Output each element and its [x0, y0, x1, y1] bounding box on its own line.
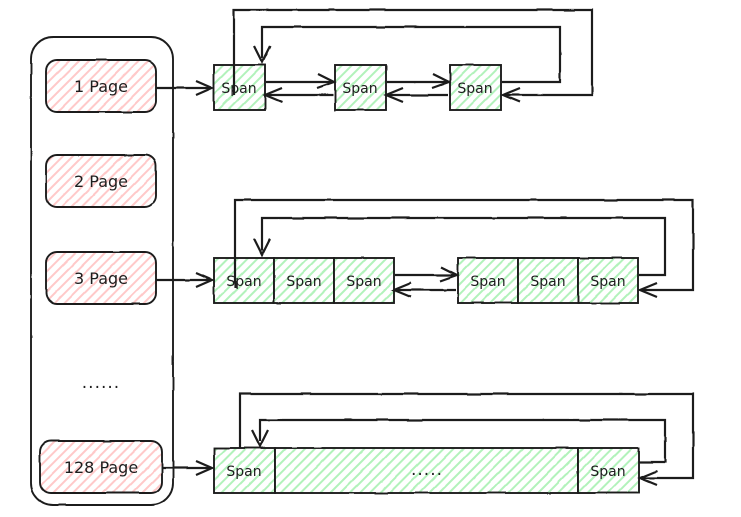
row-1-span-1-label: Span [221, 81, 256, 97]
row-2-g1-cell-3-label: Span [346, 274, 381, 290]
page-box-3-label: 3 Page [74, 269, 128, 288]
loop-row3-inner [251, 418, 667, 464]
page-box-2[interactable] [45, 154, 157, 208]
page-list-container [30, 36, 174, 506]
row-2-group-1[interactable] [213, 257, 395, 304]
row-1-span-2-label: Span [342, 81, 377, 97]
loop-row2-inner [253, 216, 667, 277]
arrow-row1-s1-s2 [262, 73, 337, 104]
page-box-1[interactable] [45, 59, 157, 113]
arrow-row2-g1-g2 [391, 266, 460, 299]
loop-row1-outer [232, 8, 594, 104]
arrow-row1-s2-s3 [383, 73, 452, 104]
loop-row1-inner [253, 25, 562, 84]
arrow-page3-to-span [156, 271, 215, 289]
row-1-span-3-label: Span [457, 81, 492, 97]
page-box-1-label: 1 Page [74, 77, 128, 96]
row-3-span-right-label: Span [590, 464, 625, 480]
row-2-g1-cell-1-label: Span [226, 274, 261, 290]
page-box-3[interactable] [45, 251, 157, 305]
row-1-span-1[interactable] [213, 64, 266, 111]
loop-row2-outer [233, 198, 695, 299]
row-3-span-left-label: Span [226, 464, 261, 480]
row-2-g2-cell-2-label: Span [530, 274, 565, 290]
row-3-span-left[interactable] [213, 447, 276, 494]
arrow-page128-to-span [162, 459, 215, 477]
row-1-span-2[interactable] [334, 64, 387, 111]
page-ellipsis: ...... [82, 373, 120, 393]
row-2-g1-cell-2-label: Span [286, 274, 321, 290]
row-2-g2-cell-3-label: Span [590, 274, 625, 290]
arrow-page1-to-span [156, 79, 215, 97]
row-3-span-middle-label: ..... [411, 460, 443, 480]
row-2-group-2[interactable] [457, 257, 639, 304]
page-box-128-label: 128 Page [64, 458, 138, 477]
row-1-span-3[interactable] [449, 64, 502, 111]
loop-row3-outer [238, 392, 695, 487]
page-box-2-label: 2 Page [74, 172, 128, 191]
row-3-span-right[interactable] [577, 447, 640, 494]
row-2-g2-cell-1-label: Span [470, 274, 505, 290]
